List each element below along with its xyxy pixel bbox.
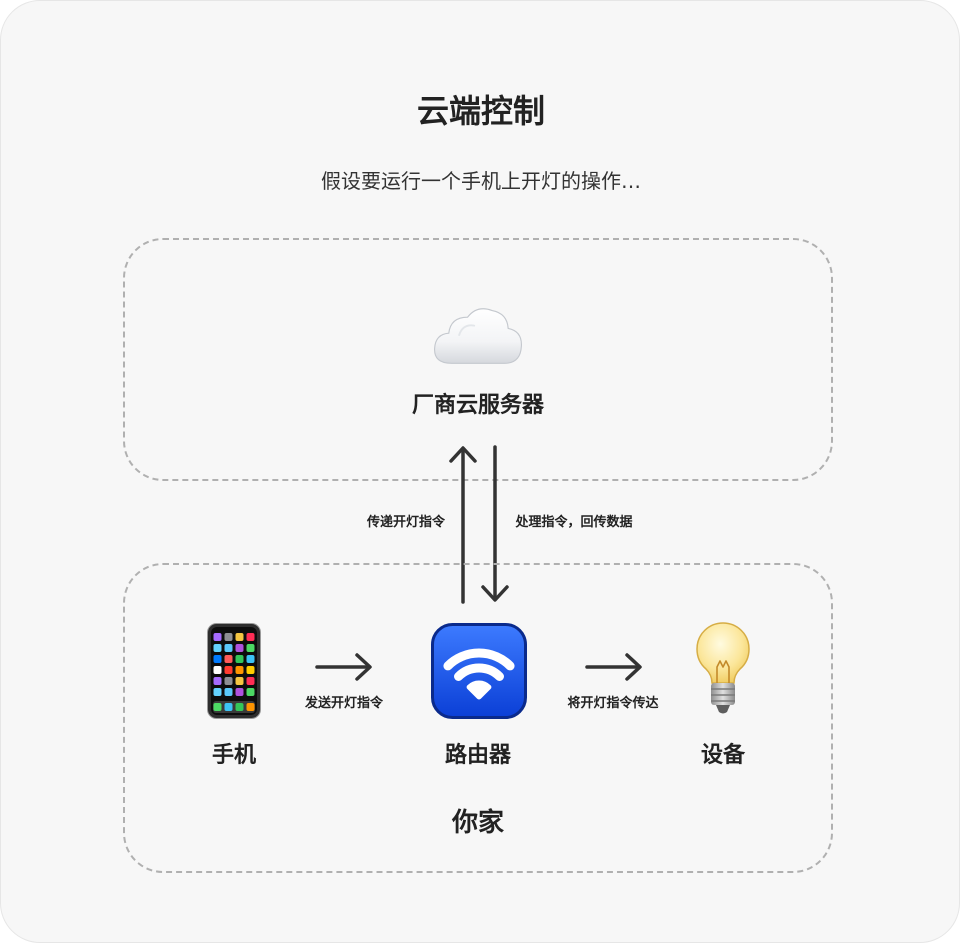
app-tile (246, 666, 255, 674)
router-icon (431, 623, 527, 719)
app-tile (235, 644, 244, 652)
dock-tile (246, 703, 255, 711)
app-tile (213, 655, 222, 663)
phone-icon (207, 623, 261, 719)
app-tile (213, 677, 222, 685)
app-tile (235, 655, 244, 663)
router-to-device-label: 将开灯指令传达 (567, 696, 659, 711)
app-tile (235, 688, 244, 696)
app-tile (235, 677, 244, 685)
phone-to-router-arrow (315, 653, 372, 681)
page-subtitle: 假设要运行一个手机上开灯的操作… (321, 169, 641, 193)
app-tile (235, 633, 244, 641)
app-tile (224, 655, 233, 663)
app-tile (224, 677, 233, 685)
app-tile (246, 688, 255, 696)
device-label: 设备 (700, 743, 745, 768)
up-arrow (449, 446, 477, 604)
home-zone-box (123, 563, 833, 873)
app-tile (235, 666, 244, 674)
app-tile (213, 666, 222, 674)
app-tile (213, 688, 222, 696)
app-tile (224, 688, 233, 696)
page-title: 云端控制 (416, 92, 545, 130)
lightbulb-icon (693, 621, 753, 717)
app-tile (246, 644, 255, 652)
down-arrow (481, 445, 509, 602)
down-arrow-label: 处理指令，回传数据 (515, 515, 633, 530)
app-tile (224, 644, 233, 652)
router-to-device-arrow (585, 653, 642, 681)
app-tile (224, 633, 233, 641)
router-label: 路由器 (444, 743, 511, 768)
phone-to-router-label: 发送开灯指令 (304, 696, 383, 711)
phone-label: 手机 (211, 743, 256, 768)
app-tile (224, 666, 233, 674)
app-tile (213, 644, 222, 652)
app-tile (213, 633, 222, 641)
wifi-icon (443, 648, 515, 681)
app-tile (246, 677, 255, 685)
app-tile (246, 633, 255, 641)
app-tile (246, 655, 255, 663)
dock-tile (224, 703, 233, 711)
cloud-zone-box (123, 238, 833, 481)
dock-tile (213, 703, 222, 711)
up-arrow-label: 传递开灯指令 (366, 515, 445, 530)
home-zone-label: 你家 (451, 808, 504, 838)
cloud-server-label: 厂商云服务器 (411, 393, 544, 418)
cloud-icon (430, 303, 526, 369)
dock-tile (235, 703, 244, 711)
